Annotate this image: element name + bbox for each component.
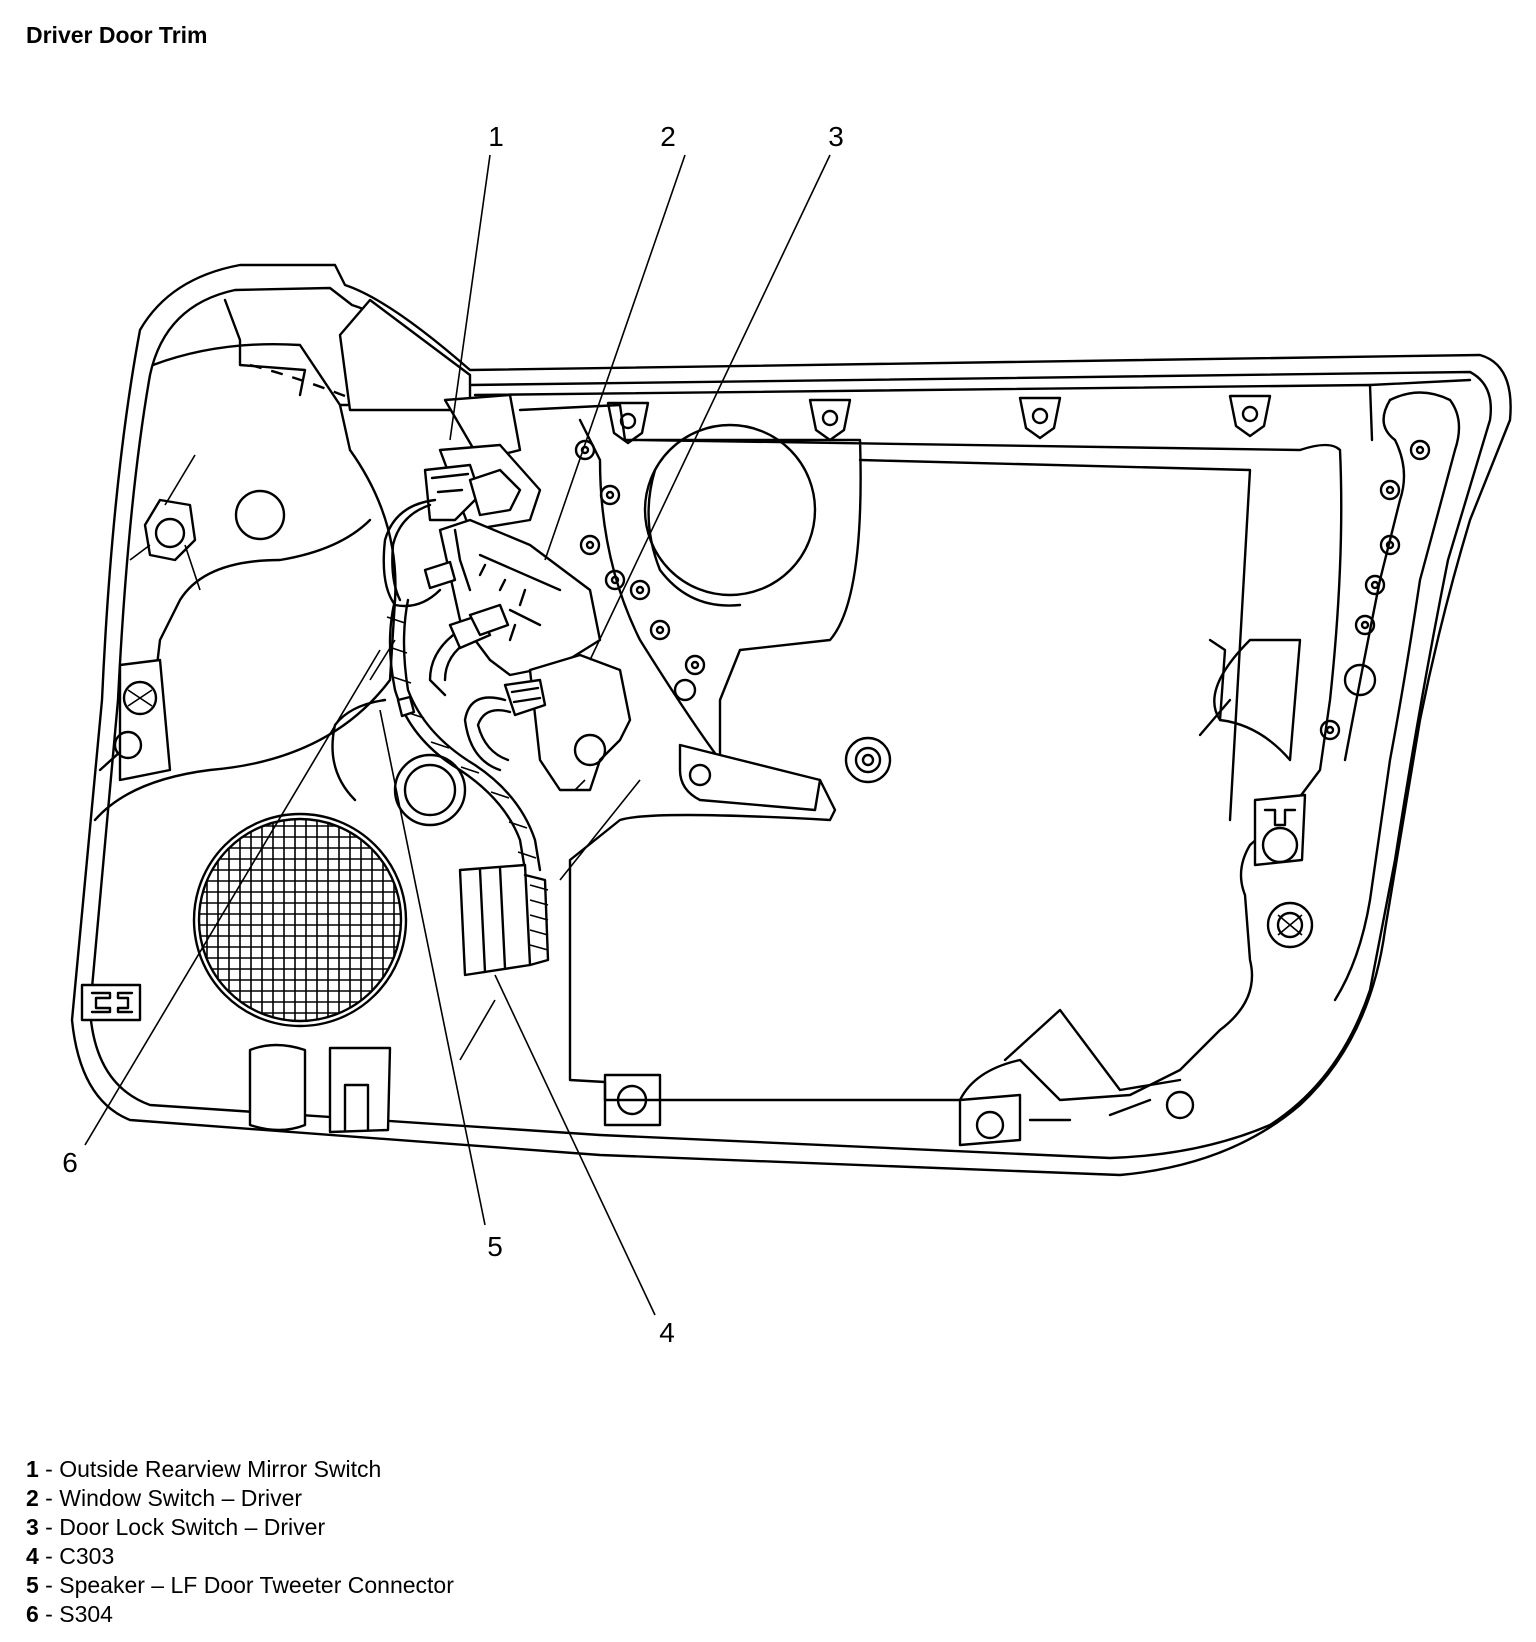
callout-2: 2 [660,121,676,152]
legend-item: 4 - C303 [26,1543,115,1569]
legend-number: 3 [26,1514,39,1540]
legend-description: Door Lock Switch – Driver [59,1514,326,1540]
leader-lines [84,154,831,1316]
legend-number: 1 [26,1456,39,1482]
speaker-grille [199,819,401,1021]
callout-6: 6 [62,1147,78,1178]
legend-number: 6 [26,1601,39,1627]
diagram-title: Driver Door Trim [26,22,208,48]
callout-3: 3 [828,121,844,152]
legend-description: S304 [59,1601,113,1627]
legend-number: 5 [26,1572,39,1598]
legend-description: C303 [59,1543,115,1569]
legend-item: 2 - Window Switch – Driver [26,1485,303,1511]
legend-number: 4 [26,1543,39,1569]
callout-4: 4 [659,1317,675,1348]
legend-item: 1 - Outside Rearview Mirror Switch [26,1456,382,1482]
legend-number: 2 [26,1485,39,1511]
door-panel-outline [70,263,1512,1177]
legend-item: 5 - Speaker – LF Door Tweeter Connector [26,1572,454,1598]
callout-5: 5 [487,1231,503,1262]
legend-description: Speaker – LF Door Tweeter Connector [59,1572,454,1598]
callout-legend: 1 - Outside Rearview Mirror Switch 2 - W… [26,1455,454,1629]
legend-item: 6 - S304 [26,1601,113,1627]
legend-description: Window Switch – Driver [59,1485,303,1511]
legend-description: Outside Rearview Mirror Switch [59,1456,382,1482]
legend-item: 3 - Door Lock Switch – Driver [26,1514,326,1540]
callout-1: 1 [488,121,504,152]
